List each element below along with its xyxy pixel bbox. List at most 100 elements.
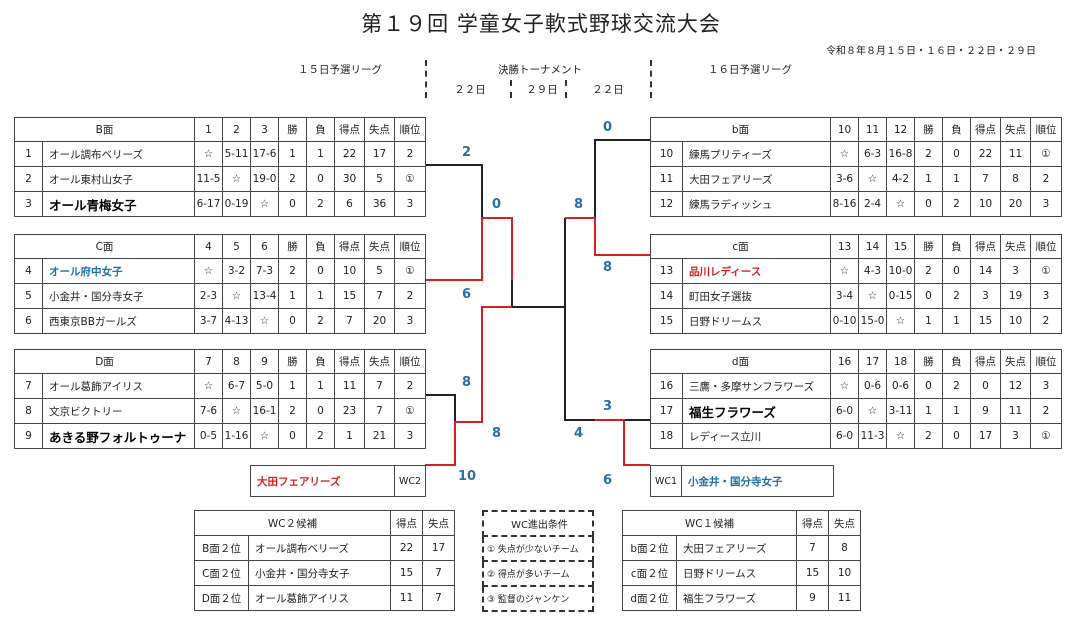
team-name: 小金井・国分寺女子 (42, 283, 195, 309)
candidate-team: 大田フェアリーズ (676, 535, 797, 561)
team-no: 1 (14, 141, 43, 167)
match-result: 4-2 (886, 166, 916, 192)
stat-cell: 6 (334, 191, 365, 217)
table-row: 10 練馬プリティーズ ☆ 6-3 16-8 2 0 22 11 ① (650, 141, 1063, 167)
wc1-candidates-title: WC１候補 (622, 510, 797, 536)
match-result: ☆ (250, 191, 279, 217)
stat-cell: 1 (942, 166, 972, 192)
match-result: 4-13 (222, 308, 251, 334)
score-right-sf2: 4 (574, 426, 584, 441)
candidate-team: オール調布ベリーズ (248, 535, 391, 561)
candidate-position: D面２位 (194, 585, 249, 611)
round-day-2: ２９日 (526, 84, 558, 96)
match-result: ☆ (194, 258, 223, 284)
stat-cell: 10 (970, 191, 1002, 217)
team-no: 14 (650, 283, 683, 309)
match-result: 6-7 (222, 373, 251, 399)
team-no: 2 (14, 166, 43, 192)
col-runs-against: 失点 (828, 510, 861, 536)
stat-cell: 2 (394, 373, 426, 399)
team-name: オール府中女子 (42, 258, 195, 284)
stat-cell: 3 (394, 191, 426, 217)
stat-cell: 1 (914, 166, 944, 192)
score-left-c: 6 (462, 287, 472, 302)
team-name: 日野ドリームス (682, 308, 831, 334)
table-row: 11 大田フェアリーズ 3-6 ☆ 4-2 1 1 7 8 2 (650, 166, 1063, 192)
stat-cell: 0 (278, 191, 307, 217)
col-rank: 順位 (394, 349, 426, 374)
group-label: c面 (650, 234, 831, 259)
match-result: ☆ (886, 423, 916, 449)
team-no: 16 (650, 373, 683, 399)
col-runs-against: 失点 (1000, 234, 1031, 259)
stat-cell: 1 (306, 283, 335, 309)
match-result: ☆ (830, 373, 860, 399)
team-no: 3 (14, 191, 43, 217)
team-name: 練馬ラディッシュ (681, 191, 832, 217)
group-table-C: C面 4 5 6 勝 負 得点 失点 順位 4 オール府中女子 ☆ 3-2 7-… (14, 234, 426, 334)
stat-cell: 3 (1000, 258, 1031, 284)
match-result: 3-2 (222, 258, 251, 284)
stat-cell: 0 (914, 191, 944, 217)
table-row: 5 小金井・国分寺女子 2-3 ☆ 13-4 1 1 15 7 2 (14, 283, 426, 309)
stat-cell: 1 (942, 308, 971, 334)
stat-cell: ① (1030, 141, 1063, 167)
col-runs-against: 失点 (1000, 349, 1032, 374)
match-result: 6-17 (194, 191, 223, 217)
candidate-runs-for: 7 (796, 535, 829, 561)
stat-cell: 0 (942, 141, 972, 167)
table-row: B面２位 オール調布ベリーズ 22 17 (194, 535, 455, 561)
table-row: b面２位 大田フェアリーズ 7 8 (622, 535, 861, 561)
col-runs-against: 失点 (364, 349, 395, 374)
stat-cell: 2 (942, 283, 971, 309)
stat-cell: 17 (970, 423, 1002, 449)
match-result: 5-0 (250, 373, 279, 399)
team-name: 西東京BBガールズ (42, 308, 195, 334)
candidate-position: B面２位 (194, 535, 249, 561)
stat-cell: 1 (306, 141, 335, 167)
col-runs-for: 得点 (796, 510, 829, 536)
match-result: ☆ (886, 308, 915, 334)
match-result: 8-16 (830, 191, 860, 217)
wildcard-1-tag: WC1 (651, 466, 682, 496)
stat-cell: 22 (334, 141, 365, 167)
stat-cell: 0 (306, 398, 335, 424)
match-result: ☆ (194, 373, 223, 399)
candidate-position: c面２位 (622, 560, 677, 586)
score-left-wc: 10 (458, 469, 477, 484)
stat-cell: 2 (306, 308, 335, 334)
team-name: あきる野フォルトゥーナ (42, 423, 195, 449)
group-label: C面 (14, 234, 195, 259)
match-result: 11-5 (194, 166, 223, 192)
candidate-runs-against: 7 (422, 585, 455, 611)
stat-cell: 2 (306, 423, 335, 449)
col-losses: 負 (942, 234, 971, 259)
wildcard-1-team: 小金井・国分寺女子 (688, 475, 783, 488)
score-left-d: 8 (462, 375, 472, 390)
stat-cell: 7 (364, 283, 395, 309)
stat-cell: 3 (1030, 373, 1063, 399)
stat-cell: 0 (914, 283, 943, 309)
match-result: 16-1 (250, 398, 279, 424)
team-no: 5 (14, 283, 43, 309)
divider-mid-right (565, 80, 567, 98)
col-runs-for: 得点 (334, 349, 365, 374)
group-table-B: B面 1 2 3 勝 負 得点 失点 順位 1 オール調布ベリーズ ☆ 5-11… (14, 117, 426, 217)
team-no: 6 (14, 308, 43, 334)
col-rank: 順位 (394, 117, 426, 142)
match-result: 0-6 (858, 373, 888, 399)
wc1-candidates-table: WC１候補 得点 失点 b面２位 大田フェアリーズ 7 8 c面２位 日野ドリー… (622, 510, 861, 611)
team-no: 11 (650, 166, 683, 192)
team-name: オール葛飾アイリス (42, 373, 195, 399)
table-row: 9 あきる野フォルトゥーナ 0-5 1-16 ☆ 0 2 1 21 3 (14, 423, 426, 449)
match-result: ☆ (194, 141, 223, 167)
col-wins: 勝 (278, 349, 307, 374)
stat-cell: 36 (364, 191, 395, 217)
candidate-runs-against: 17 (422, 535, 455, 561)
col-losses: 負 (306, 117, 335, 142)
stat-cell: 3 (970, 283, 1001, 309)
team-no: 8 (14, 398, 43, 424)
match-result: 5-11 (222, 141, 251, 167)
wc-conditions-box: WC進出条件 ① 失点が少ないチーム ② 得点が多いチーム ③ 監督のジャンケン (482, 510, 594, 612)
candidate-runs-against: 11 (828, 585, 861, 611)
